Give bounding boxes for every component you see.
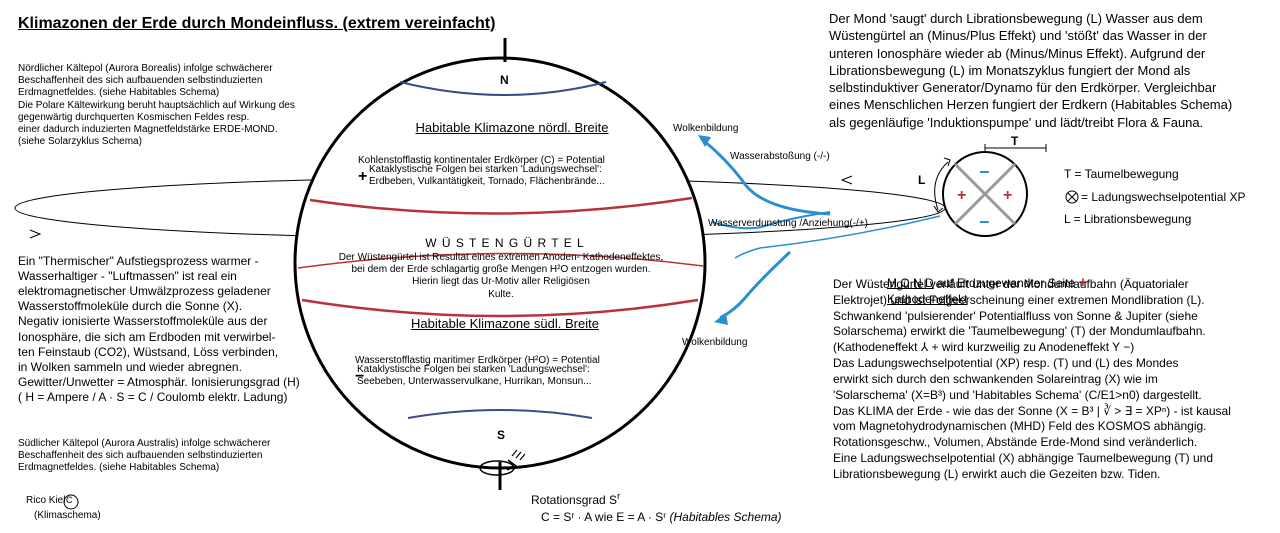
- north-pole-text: Nördlicher Kältepol (Aurora Borealis) in…: [18, 63, 295, 148]
- xp-symbol: [1065, 190, 1079, 204]
- moon-minus-bottom: −: [979, 212, 990, 232]
- rotation-symbol: [479, 460, 515, 476]
- moon-heading-word: M O N D: [887, 275, 934, 290]
- south-polar-line: [407, 409, 593, 419]
- legend-xp: = Ladungswechselpotential XP: [1081, 190, 1246, 204]
- cloud-formation-top-label: Wolkenbildung: [673, 123, 739, 134]
- zone-south-minus-sign: −: [355, 368, 365, 386]
- rotation-ticks: [511, 449, 526, 461]
- zone-north-plus-sign: +: [358, 168, 368, 186]
- orbit-arrow-right: [840, 175, 853, 185]
- moon-heading-rest: auf Erdzugewandter Seite: [933, 275, 1079, 290]
- desert-belt-south-line: [301, 298, 699, 318]
- legend-libration: L = Librationsbewegung: [1064, 212, 1192, 226]
- south-label: S: [497, 428, 506, 442]
- legend-taumel: T = Taumelbewegung: [1064, 167, 1179, 181]
- equator-line: [297, 252, 704, 269]
- moon-plus-left: +: [957, 187, 967, 204]
- zone-south-consequences: Kataklystische Folgen bei starken 'Ladun…: [357, 364, 592, 388]
- l-arc: [934, 161, 949, 211]
- rotation-formula: C = Sʳ · A wie E = A · Sʳ (Habitables Sc…: [541, 495, 782, 524]
- rotation-formula-ref: (Habitables Schema): [669, 509, 782, 524]
- moon-plus-right: +: [1003, 187, 1013, 204]
- north-polar-line: [399, 81, 607, 96]
- moon-cross-b: [953, 162, 1017, 226]
- evaporation-line: [734, 215, 941, 259]
- zone-south-potential-text: Wasserstofflastig maritimer Erdkörper (H…: [355, 355, 600, 367]
- desert-belt-north-line: [309, 196, 693, 215]
- moon-l-label: L: [918, 173, 926, 187]
- page-title: Klimazonen der Erde durch Mondeinfluss. …: [18, 15, 496, 32]
- moon-t-label: T: [1011, 134, 1019, 148]
- rotation-label: Rotationsgrad Sr: [531, 476, 620, 507]
- rotation-formula-text: C = Sʳ · A wie E = A · Sʳ: [541, 509, 670, 524]
- desert-belt-text: Der Wüstengürtel ist Resultat eines extr…: [338, 252, 664, 300]
- cloud-arrow-top: [702, 138, 831, 216]
- south-pole-text: Südlicher Kältepol (Aurora Australis) in…: [18, 438, 271, 474]
- copyright-circle: [63, 494, 79, 510]
- copyright-letter: C: [66, 495, 73, 505]
- thermal-text: Ein "Thermischer" Aufstiegsprozess warme…: [18, 254, 300, 404]
- rotation-label-sup: r: [617, 490, 621, 501]
- cloud-arrow-bottom: [719, 250, 792, 320]
- moon-section-heading: M O N D auf Erdzugewandter Seite + Katho…: [887, 259, 1087, 307]
- moon-minus-top: −: [979, 162, 990, 182]
- water-repel-label: Wasserabstoßung (-/-): [730, 151, 830, 162]
- zone-north-title: Habitable Klimazone nördl. Breite: [415, 120, 609, 135]
- zone-south-potential: Wasserstofflastig maritimer Erdkörper (H…: [355, 343, 600, 387]
- rotation-label-text: Rotationsgrad S: [531, 492, 618, 507]
- author-subtitle: (Klimaschema): [34, 510, 101, 521]
- zone-north-consequences: Kataklystische Folgen bei starken 'Ladun…: [369, 164, 605, 188]
- orbit-arrow-left: [29, 229, 42, 239]
- moon-suction-text: Der Mond 'saugt' durch Librationsbewegun…: [829, 11, 1233, 130]
- cloud-formation-bottom-label: Wolkenbildung: [682, 337, 748, 348]
- moon-section-body: Der Wüstengürtel verläuft unter der Mond…: [833, 277, 1231, 481]
- moon-heading-effect: Kathodeneffekt: [887, 291, 968, 306]
- zone-north-potential-text: Kohlenstofflastig kontinentaler Erdkörpe…: [358, 155, 605, 167]
- water-evaporation-label: Wasserverdunstung /Anziehung(-/+): [708, 218, 868, 229]
- moon-heading-plus: +: [1078, 273, 1088, 291]
- desert-belt-title: W Ü S T E N G Ü R T E L: [425, 236, 585, 250]
- north-label: N: [500, 73, 509, 87]
- author-name: Rico Kiel: [26, 495, 66, 506]
- zone-south-title: Habitable Klimazone südl. Breite: [411, 316, 599, 331]
- zone-north-potential: Kohlenstofflastig kontinentaler Erdkörpe…: [358, 143, 605, 187]
